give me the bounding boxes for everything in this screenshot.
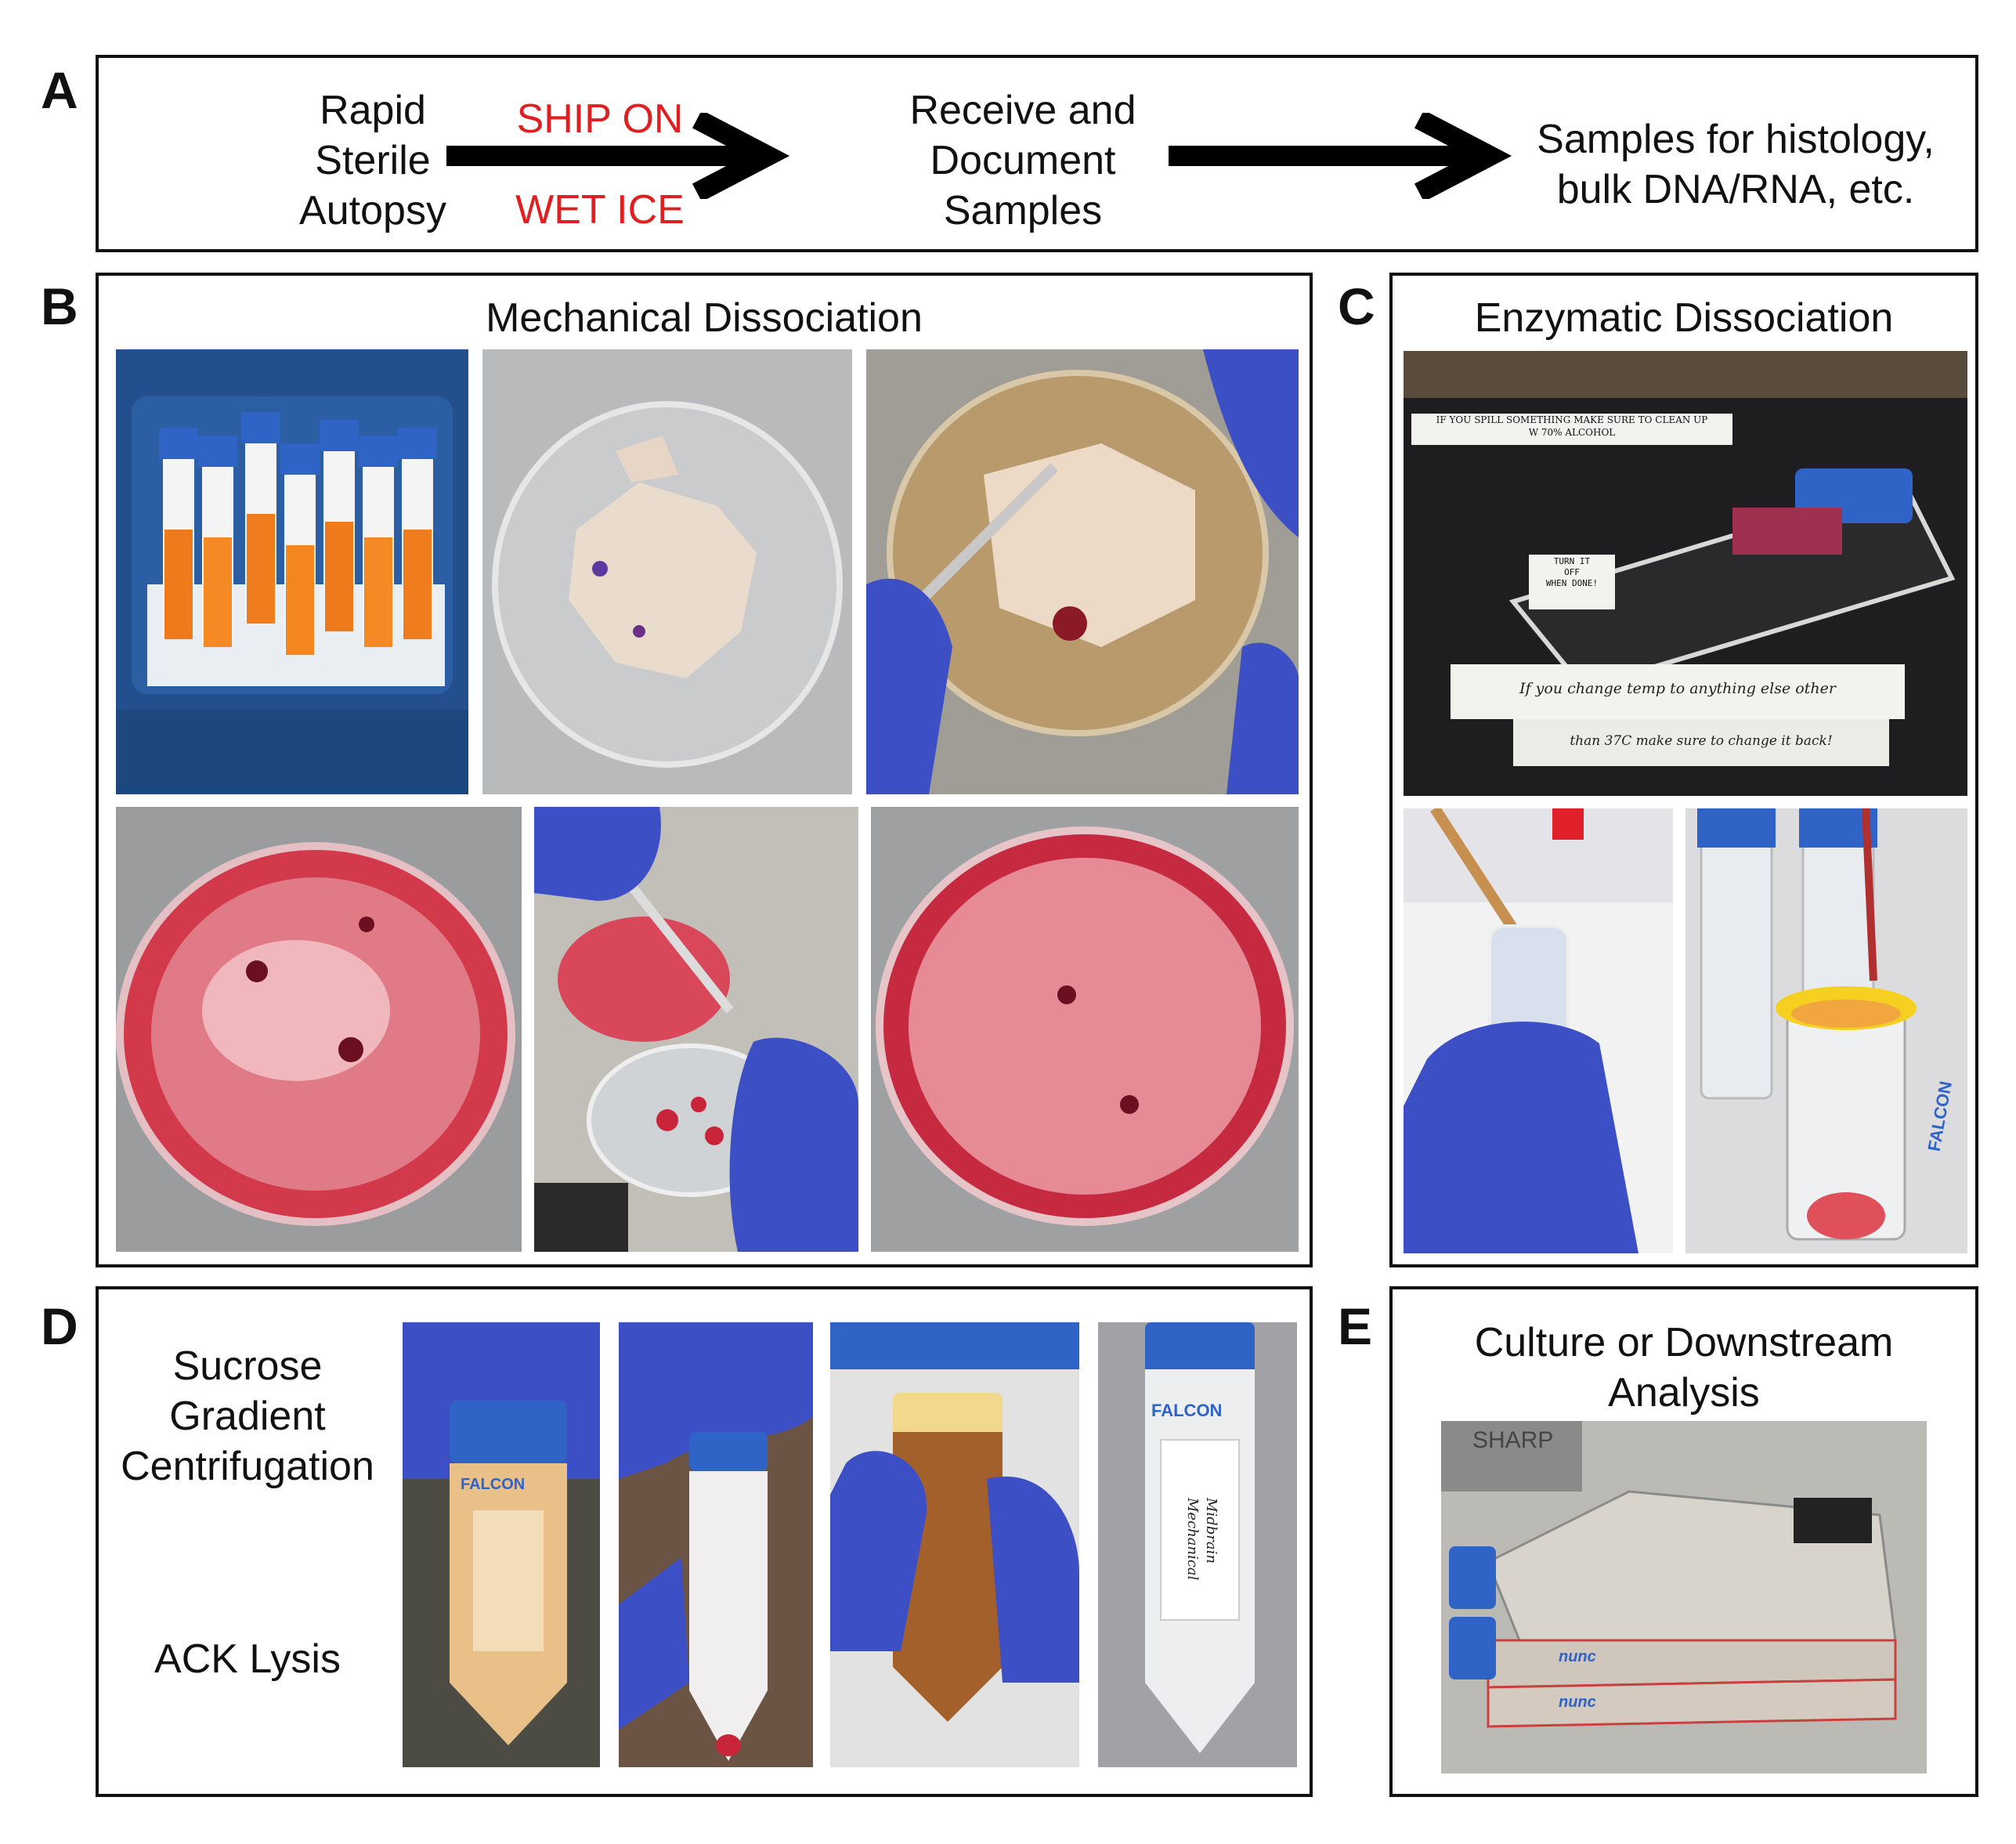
- culture-title-line2: Analysis: [1608, 1370, 1760, 1416]
- hand-label-line2: Mechanical: [1184, 1498, 1201, 1581]
- enzymatic-dissociation-title: Enzymatic Dissociation: [1474, 295, 1894, 341]
- step1-line2: Sterile: [315, 138, 431, 183]
- spill-sign-line2: W 70% ALCOHOL: [1528, 427, 1616, 438]
- culture-title-line1: Culture or Downstream: [1474, 1320, 1894, 1365]
- wet-ice-label: WET ICE: [515, 187, 685, 233]
- panel-c-letter: C: [1338, 277, 1375, 335]
- falcon-label-d1: FALCON: [461, 1476, 526, 1493]
- handwritten-sign-2: than 37C make sure to change it back!: [1570, 733, 1833, 749]
- panel-a-letter: A: [41, 61, 78, 119]
- step3-line2: bulk DNA/RNA, etc.: [1556, 167, 1915, 212]
- step2-line1: Receive and: [909, 88, 1136, 133]
- photo-tube-pipette: [1404, 808, 1673, 1253]
- mechanical-dissociation-title: Mechanical Dissociation: [486, 295, 923, 341]
- photo-tissue-dish: [482, 349, 852, 794]
- step1-line3: Autopsy: [299, 188, 446, 233]
- panel-b-letter: B: [41, 277, 78, 335]
- step-samples: Samples for histology, bulk DNA/RNA, etc…: [1493, 114, 1978, 215]
- photo-minced-tissue-2: [871, 807, 1299, 1252]
- sucrose-line2: Gradient: [169, 1394, 326, 1439]
- photo-tube-cells: [830, 1322, 1079, 1767]
- handwritten-tube-label: Midbrain Mechanical: [1183, 1498, 1220, 1581]
- culture-downstream-title: Culture or Downstream Analysis: [1393, 1318, 1975, 1418]
- photo-tube-pellet: [619, 1322, 813, 1767]
- photo-cutting-tissue: [866, 349, 1299, 794]
- arrow-1-icon: [446, 113, 790, 199]
- sucrose-line1: Sucrose: [172, 1343, 323, 1389]
- panel-c: Enzymatic Dissociation IF YOU SPILL SOME…: [1389, 273, 1978, 1267]
- spill-sign-line1: IF YOU SPILL SOMETHING MAKE SURE TO CLEA…: [1436, 414, 1708, 425]
- step2-line2: Document: [930, 138, 1116, 183]
- falcon-label-d4: FALCON: [1151, 1401, 1223, 1420]
- spill-sign: IF YOU SPILL SOMETHING MAKE SURE TO CLEA…: [1411, 414, 1732, 445]
- photo-minced-tissue-1: [116, 807, 522, 1252]
- turn-off-sign: TURN IT OFF WHEN DONE!: [1529, 556, 1615, 589]
- arrow-2-icon: [1169, 113, 1512, 199]
- photo-transfer-tissue: [534, 807, 858, 1252]
- panel-e: Culture or Downstream Analysis SHARP nun…: [1389, 1286, 1978, 1797]
- photo-tube-labeled: FALCON Midbrain Mechanical: [1098, 1322, 1297, 1767]
- nunc-label-1: nunc: [1559, 1648, 1596, 1665]
- panel-d-letter: D: [41, 1297, 78, 1355]
- step3-line1: Samples for histology,: [1537, 117, 1935, 162]
- step-receive-document: Receive and Document Samples: [804, 85, 1242, 236]
- sucrose-gradient-label: Sucrose Gradient Centrifugation: [99, 1341, 396, 1491]
- step2-line3: Samples: [943, 188, 1103, 233]
- turn-off-line1: TURN IT: [1553, 556, 1591, 566]
- ship-on-label: SHIP ON: [516, 96, 684, 142]
- panel-b: Mechanical Dissociation: [96, 273, 1313, 1267]
- step1-line1: Rapid: [320, 88, 426, 133]
- handwritten-sign-1: If you change temp to anything else othe…: [1519, 680, 1836, 697]
- photo-tube-orange: FALCON: [403, 1322, 600, 1767]
- photo-incubator-rotator: IF YOU SPILL SOMETHING MAKE SURE TO CLEA…: [1404, 351, 1967, 796]
- ack-lysis-label: ACK Lysis: [154, 1636, 341, 1682]
- photo-tubes-on-ice: [116, 349, 468, 794]
- photo-culture-flasks: SHARP nunc nunc: [1441, 1421, 1927, 1773]
- panel-e-letter: E: [1338, 1297, 1373, 1355]
- nunc-label-2: nunc: [1559, 1694, 1596, 1711]
- photo-cell-strainer: FALCON: [1685, 808, 1967, 1253]
- panel-a: Rapid Sterile Autopsy SHIP ON WET ICE Re…: [96, 55, 1978, 252]
- step-rapid-autopsy: Rapid Sterile Autopsy: [216, 85, 529, 236]
- turn-off-line2: OFF: [1564, 567, 1580, 577]
- sucrose-line3: Centrifugation: [121, 1444, 374, 1489]
- sharps-label: SHARP: [1472, 1427, 1554, 1453]
- panel-d: Sucrose Gradient Centrifugation ACK Lysi…: [96, 1286, 1313, 1797]
- turn-off-line3: WHEN DONE!: [1545, 578, 1599, 588]
- hand-label-line1: Midbrain: [1203, 1498, 1219, 1564]
